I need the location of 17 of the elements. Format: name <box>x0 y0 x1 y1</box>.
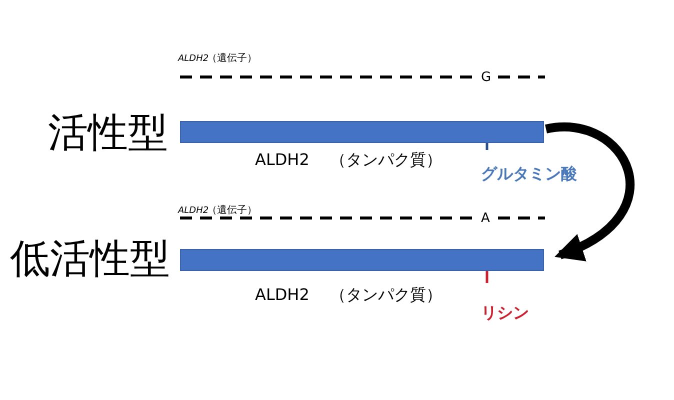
protein-label: （タンパク質） <box>330 152 442 168</box>
base-letter: G <box>481 71 492 84</box>
gene-name: ALDH2 <box>178 55 209 64</box>
curved-arrow <box>546 122 634 260</box>
protein-bar <box>180 249 544 271</box>
protein-name: ALDH2 <box>255 287 310 303</box>
protein-label: （タンパク質） <box>330 287 442 303</box>
gene-label: （遺伝子） <box>207 206 257 216</box>
base-letter: A <box>481 212 490 225</box>
protein-name: ALDH2 <box>255 152 310 168</box>
gene-label: （遺伝子） <box>207 54 257 64</box>
protein-bar <box>180 121 544 143</box>
type-heading: 低活性型 <box>10 239 170 279</box>
amino-acid-label: グルタミン酸 <box>481 166 577 182</box>
amino-acid-label: リシン <box>481 305 529 321</box>
gene-name: ALDH2 <box>178 207 209 216</box>
type-heading: 活性型 <box>48 113 168 153</box>
